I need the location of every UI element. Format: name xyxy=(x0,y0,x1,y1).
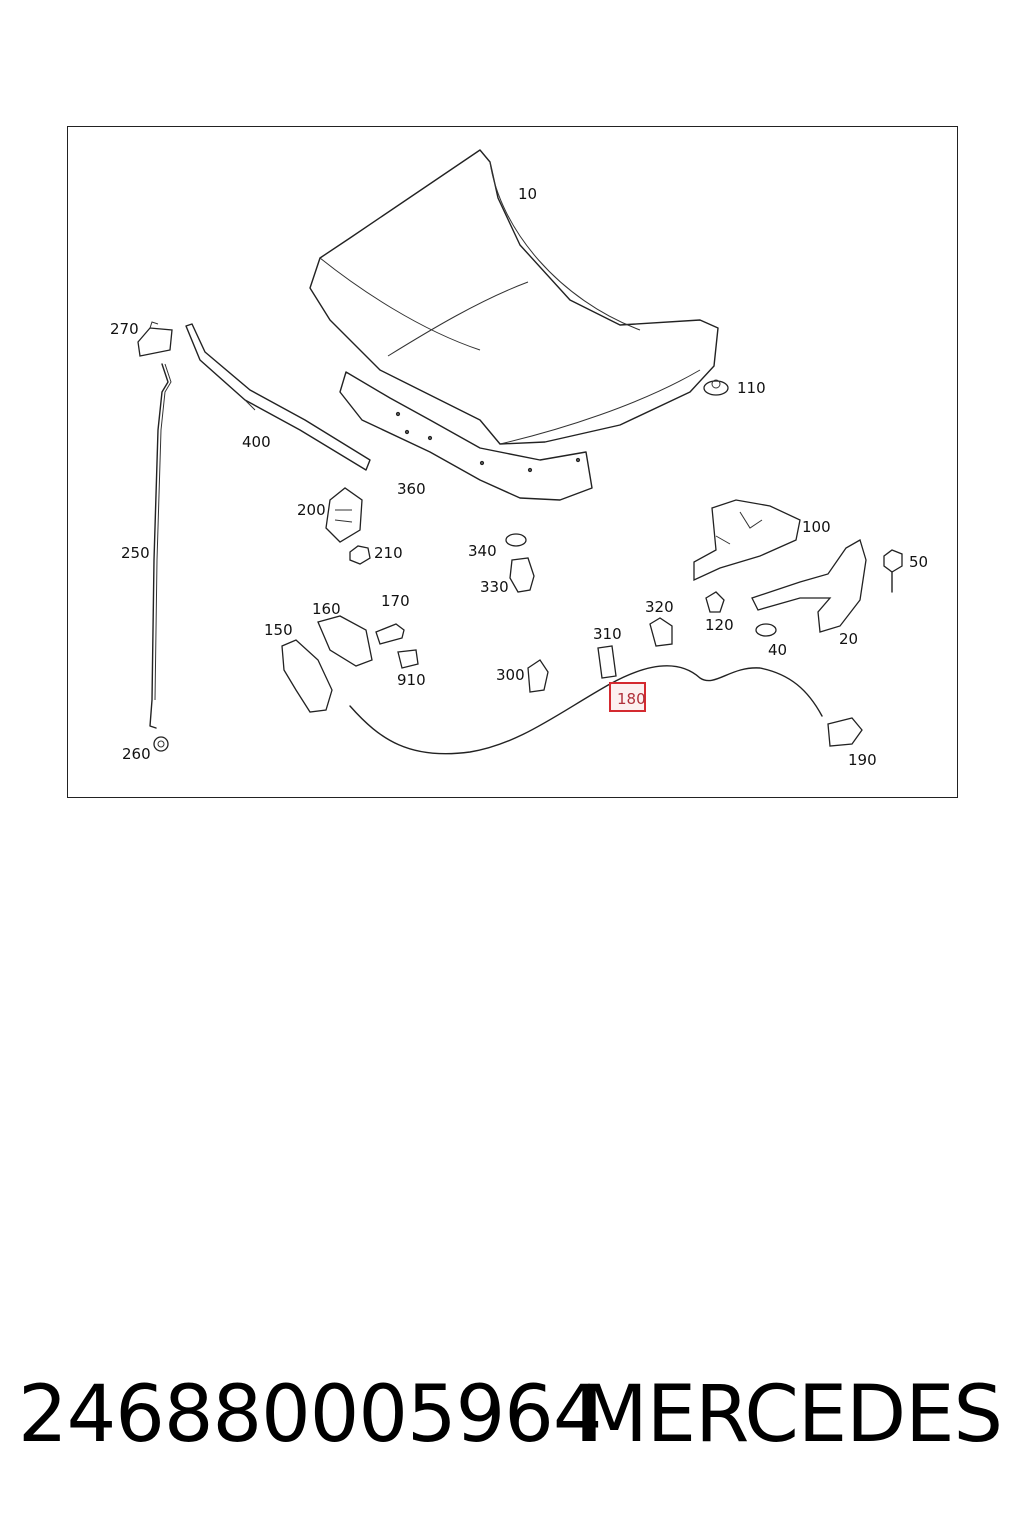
label-170: 170 xyxy=(381,592,410,610)
tag-910-part[interactable] xyxy=(397,649,419,669)
hood-insulation-part[interactable] xyxy=(339,371,593,501)
label-160: 160 xyxy=(312,600,341,618)
label-330: 330 xyxy=(480,578,509,596)
label-180: 180 xyxy=(617,690,646,708)
label-320: 320 xyxy=(645,598,674,616)
label-50: 50 xyxy=(909,553,928,571)
clip-120-part[interactable] xyxy=(705,591,725,613)
bolt-170-part[interactable] xyxy=(375,623,405,645)
hinge-20-part[interactable] xyxy=(751,539,867,633)
label-110: 110 xyxy=(737,379,766,397)
lock-160-part[interactable] xyxy=(317,615,373,667)
part-number: 246880005964 xyxy=(18,1370,603,1460)
label-310: 310 xyxy=(593,625,622,643)
label-250: 250 xyxy=(121,544,150,562)
bracket-200-part[interactable] xyxy=(325,487,363,543)
handle-190-part[interactable] xyxy=(827,717,863,747)
clip-310-part[interactable] xyxy=(597,645,617,679)
release-cable-180-part[interactable] xyxy=(349,665,823,755)
label-200: 200 xyxy=(297,501,326,519)
prop-rod-part[interactable] xyxy=(149,363,172,729)
label-100: 100 xyxy=(802,518,831,536)
label-120: 120 xyxy=(705,616,734,634)
holder-320-part[interactable] xyxy=(649,617,673,647)
label-400: 400 xyxy=(242,433,271,451)
label-10: 10 xyxy=(518,185,537,203)
label-340: 340 xyxy=(468,542,497,560)
label-150: 150 xyxy=(264,621,293,639)
label-300: 300 xyxy=(496,666,525,684)
plug-110-part[interactable] xyxy=(703,379,729,396)
label-360: 360 xyxy=(397,480,426,498)
label-260: 260 xyxy=(122,745,151,763)
label-20: 20 xyxy=(839,630,858,648)
footer: 246880005964 MERCEDES xyxy=(0,1370,1024,1470)
brand-name: MERCEDES xyxy=(580,1370,1003,1460)
buffer-330-part[interactable] xyxy=(509,557,535,593)
nut-210-part[interactable] xyxy=(349,545,371,565)
diagram-frame xyxy=(67,126,958,798)
bracket-270-part[interactable] xyxy=(137,321,173,357)
label-190: 190 xyxy=(848,751,877,769)
hood-part[interactable] xyxy=(309,149,719,445)
bolt-50-part[interactable] xyxy=(883,549,903,593)
washer-40-part[interactable] xyxy=(755,623,777,637)
lock-bracket-100-part[interactable] xyxy=(693,499,801,582)
label-40: 40 xyxy=(768,641,787,659)
clip-300-part[interactable] xyxy=(527,659,549,693)
buffer-340-part[interactable] xyxy=(505,533,527,547)
label-910: 910 xyxy=(397,671,426,689)
label-270: 270 xyxy=(110,320,139,338)
seal-strip-part[interactable] xyxy=(185,323,371,471)
grommet-260-part[interactable] xyxy=(153,736,169,752)
lock-150-part[interactable] xyxy=(281,639,333,713)
highlighted-part-callout[interactable]: 180 xyxy=(609,682,646,712)
label-210: 210 xyxy=(374,544,403,562)
